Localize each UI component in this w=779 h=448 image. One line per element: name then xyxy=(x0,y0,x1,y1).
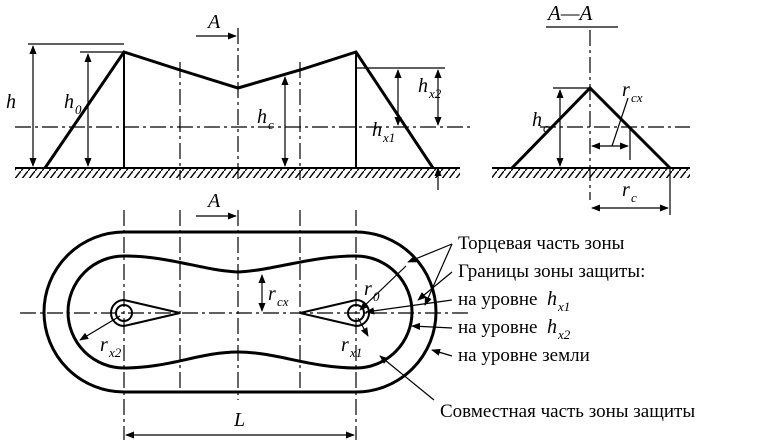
leader-end-part xyxy=(424,243,453,306)
legend-level-hx2: на уровне h x2 xyxy=(458,316,571,342)
leader-level-hx1 xyxy=(365,299,453,315)
leader-boundaries xyxy=(417,271,453,301)
zone-outline xyxy=(43,50,435,169)
section-view: A—A h c r cx r c xyxy=(492,1,690,215)
label-h0: h 0 xyxy=(64,91,82,117)
svg-text:c: c xyxy=(268,117,274,132)
label-rx2: r x2 xyxy=(100,334,122,360)
leader-level-hx2 xyxy=(411,322,453,331)
label-hx2: h x2 xyxy=(418,75,442,101)
section-title: A—A xyxy=(546,1,593,25)
svg-text:x1: x1 xyxy=(349,345,362,360)
label-section-rc: r c xyxy=(622,179,637,205)
leader-end-part xyxy=(407,243,453,263)
label-section-hc: h c xyxy=(532,109,549,135)
svg-text:на уровне: на уровне xyxy=(458,317,537,338)
leader-ground xyxy=(431,348,453,357)
svg-text:h: h xyxy=(372,119,382,141)
label-L: L xyxy=(233,409,245,431)
svg-text:x2: x2 xyxy=(428,86,442,101)
label-hx1: h x1 xyxy=(372,119,395,145)
svg-text:h: h xyxy=(418,75,428,97)
svg-text:r: r xyxy=(268,283,276,305)
label-section-rcx: r cx xyxy=(622,79,643,105)
dim-r0 xyxy=(359,265,407,311)
leader-joint xyxy=(379,355,435,401)
svg-text:h: h xyxy=(532,109,542,131)
legend-boundaries: Границы зоны защиты: xyxy=(458,261,645,282)
svg-text:h: h xyxy=(547,316,557,338)
label-rx1: r x1 xyxy=(341,334,362,360)
legend-level-hx1: на уровне h x1 xyxy=(458,288,570,314)
section-ground-hatch xyxy=(492,169,690,178)
elevation-view: h h 0 h c h x1 h x2 A xyxy=(6,11,470,190)
legend-end-part: Торцевая часть зоны xyxy=(458,233,625,254)
label-r0: r 0 xyxy=(364,278,380,304)
svg-text:r: r xyxy=(364,278,372,300)
svg-text:r: r xyxy=(341,334,349,356)
svg-text:h: h xyxy=(547,288,557,310)
svg-text:cx: cx xyxy=(631,90,643,105)
svg-text:x2: x2 xyxy=(108,345,122,360)
legend-ground: на уровне земли xyxy=(458,345,590,366)
svg-text:x2: x2 xyxy=(557,327,571,342)
dim-rx1 xyxy=(357,317,369,337)
label-plan-rcx: r cx xyxy=(268,283,289,309)
svg-text:r: r xyxy=(622,179,630,201)
boundary-ground xyxy=(42,230,438,394)
svg-text:x1: x1 xyxy=(557,299,570,314)
svg-text:r: r xyxy=(622,79,630,101)
rcx-leader xyxy=(611,97,629,147)
svg-text:h: h xyxy=(64,91,74,113)
legend-joint: Совместная часть зоны защиты xyxy=(440,401,695,422)
legend: Торцевая часть зоны Границы зоны защиты:… xyxy=(365,233,695,422)
svg-text:0: 0 xyxy=(75,102,82,117)
label-hc: h c xyxy=(257,106,274,132)
label-a-plan: A xyxy=(206,190,221,212)
svg-text:x1: x1 xyxy=(382,130,395,145)
svg-text:0: 0 xyxy=(373,289,380,304)
dim-rx2 xyxy=(79,315,121,341)
plan-view: A r cx r 0 r x2 r x1 L xyxy=(20,190,470,440)
label-h: h xyxy=(6,91,16,113)
svg-text:h: h xyxy=(257,106,267,128)
svg-text:cx: cx xyxy=(277,294,289,309)
svg-text:c: c xyxy=(543,120,549,135)
svg-text:c: c xyxy=(631,190,637,205)
svg-text:r: r xyxy=(100,334,108,356)
label-a-top: A xyxy=(206,11,221,33)
svg-text:на уровне: на уровне xyxy=(458,289,537,310)
